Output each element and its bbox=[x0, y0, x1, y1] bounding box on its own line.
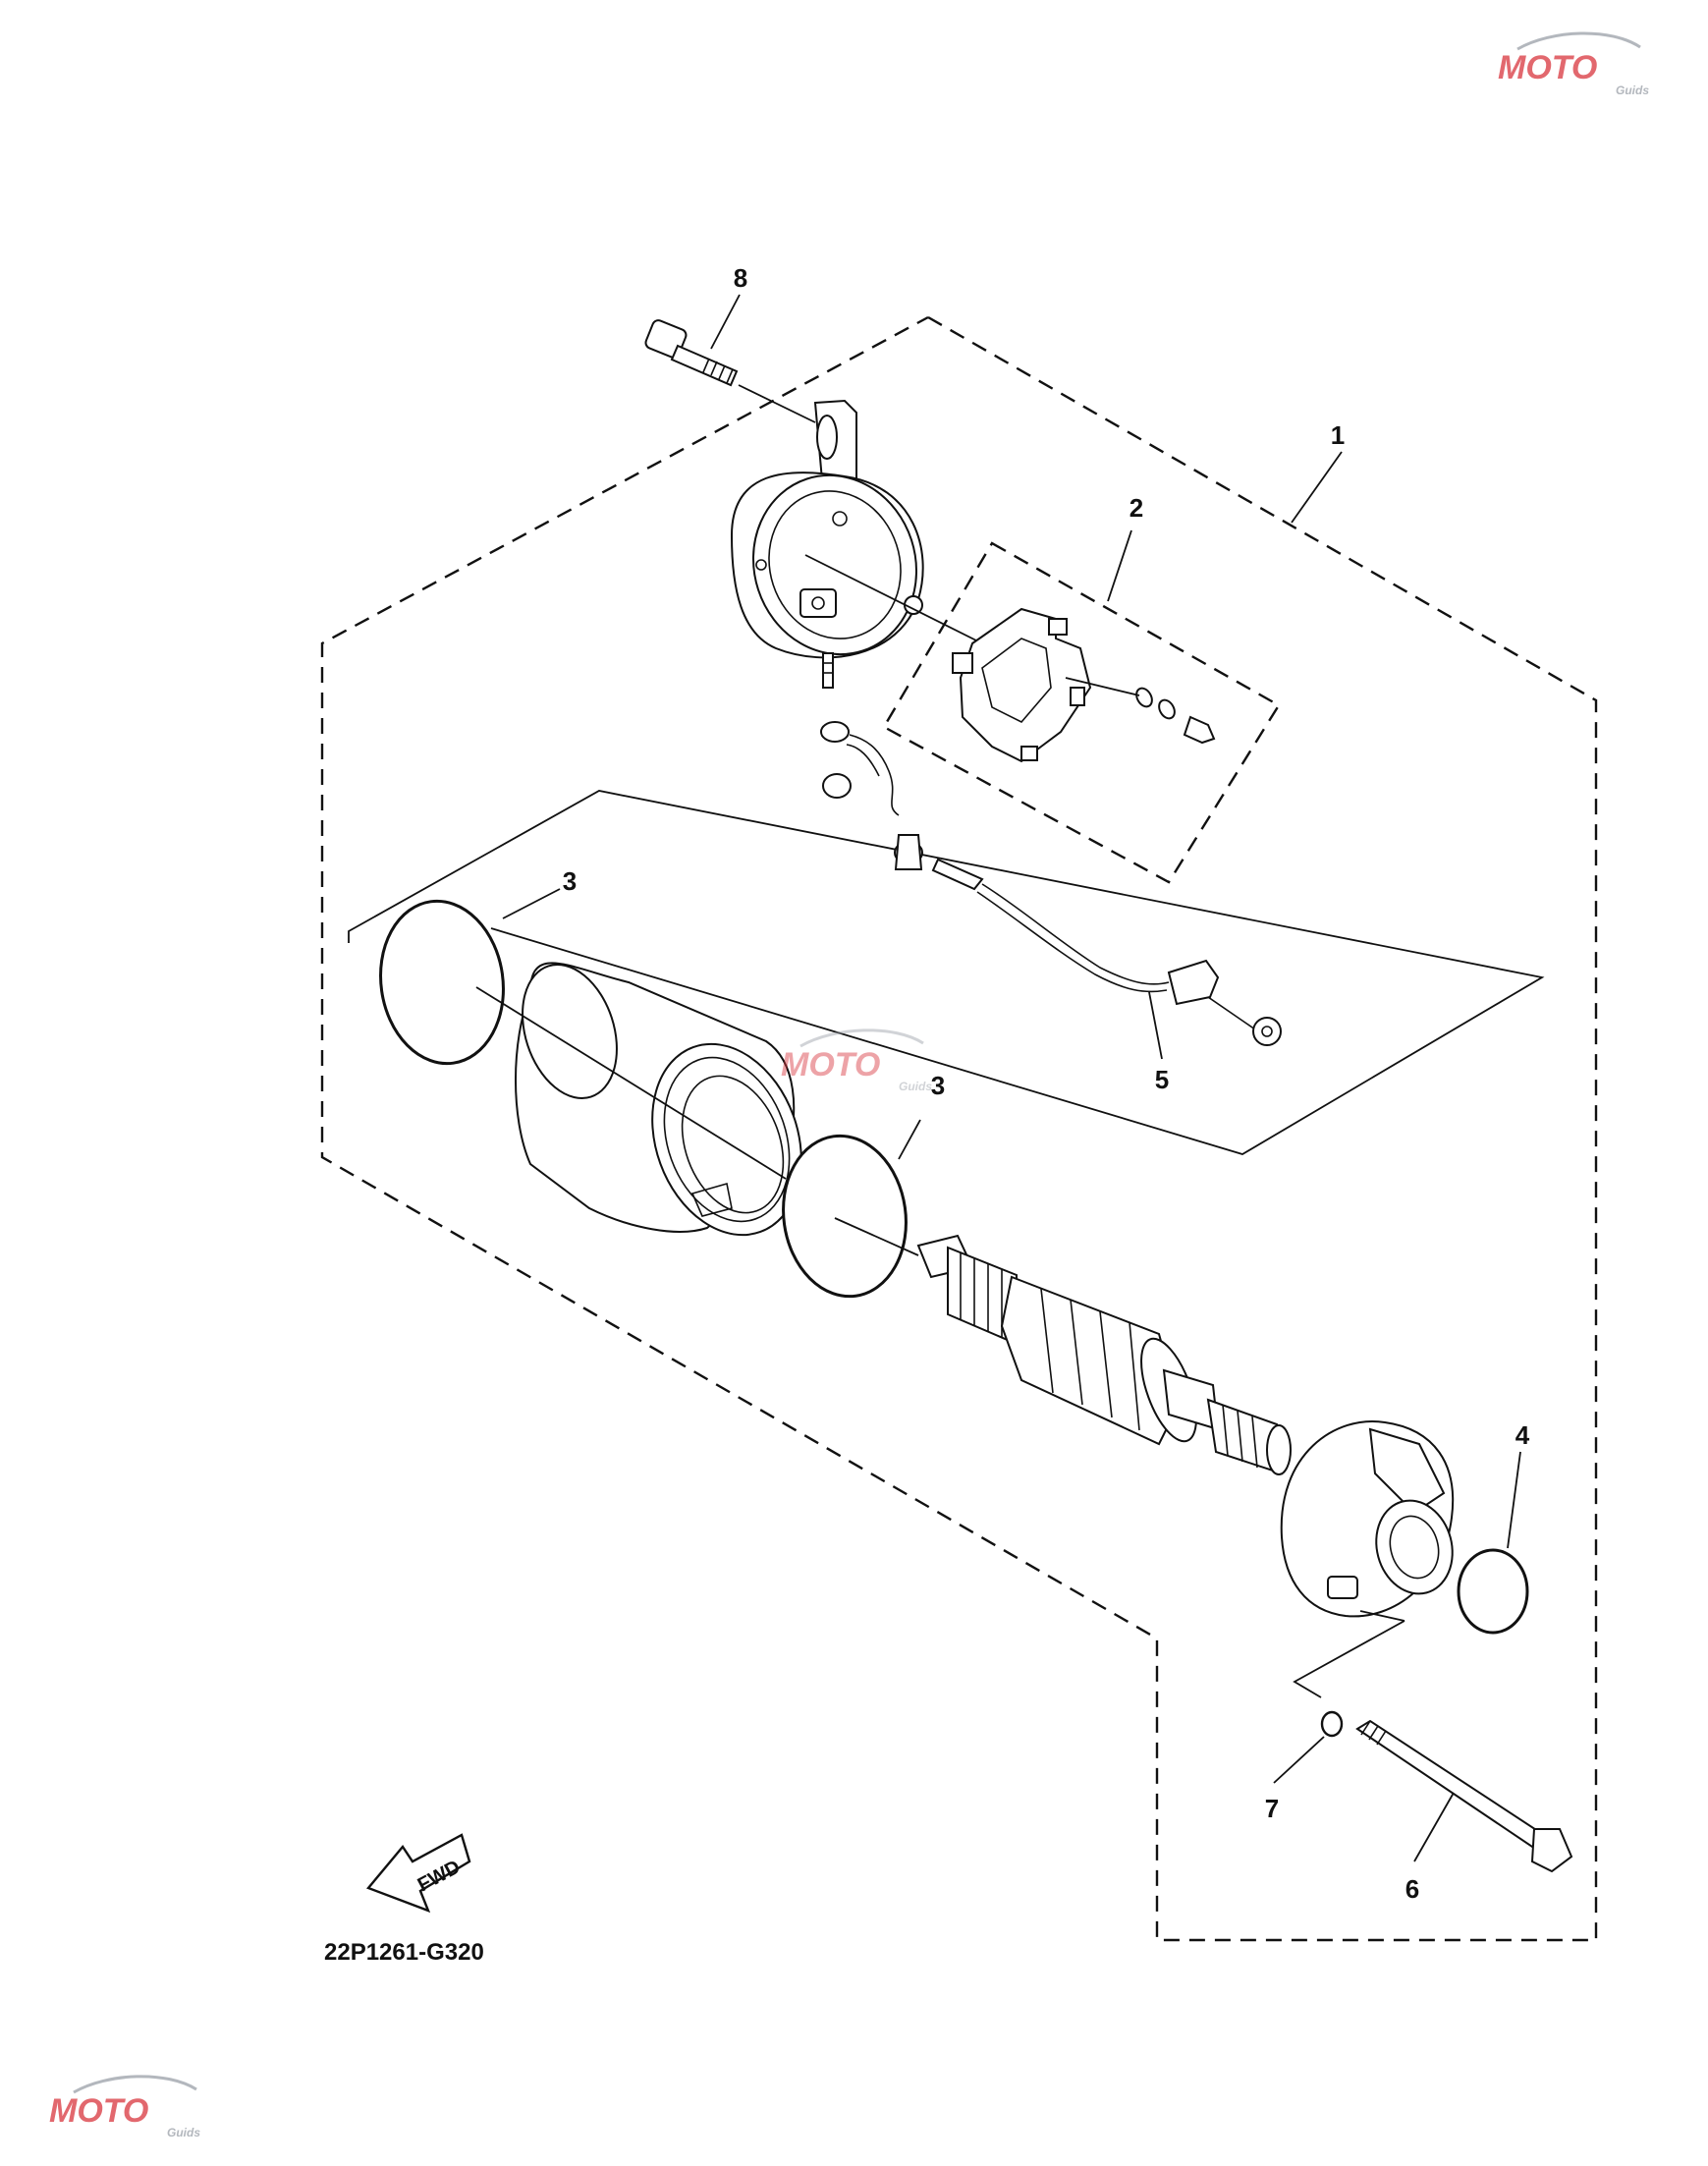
svg-text:Guids: Guids bbox=[899, 1080, 932, 1093]
bolt-group-outline bbox=[1293, 1620, 1405, 1698]
o-ring-7 bbox=[1320, 1710, 1344, 1738]
svg-text:MOTO: MOTO bbox=[1498, 49, 1597, 86]
armature bbox=[916, 1234, 1292, 1475]
leader-5 bbox=[1148, 991, 1163, 1060]
leader-6 bbox=[1413, 1792, 1455, 1862]
leader-8 bbox=[710, 294, 741, 350]
leader-3a bbox=[502, 888, 561, 919]
leader-2 bbox=[1107, 529, 1132, 602]
callout-4: 4 bbox=[1515, 1420, 1530, 1450]
callout-5: 5 bbox=[1155, 1065, 1169, 1094]
watermark-logo-center: MOTO Guids bbox=[781, 1028, 932, 1093]
brush-holder-boundary bbox=[882, 541, 1281, 884]
watermark-logo-top-right: MOTO Guids bbox=[1498, 31, 1649, 97]
callout-6: 6 bbox=[1405, 1874, 1419, 1904]
svg-text:MOTO: MOTO bbox=[49, 2092, 148, 2130]
yoke bbox=[475, 962, 802, 1237]
callout-7: 7 bbox=[1265, 1794, 1279, 1823]
o-ring-3-left bbox=[379, 899, 505, 1066]
svg-text:Guids: Guids bbox=[1616, 83, 1649, 97]
lead-wire bbox=[820, 721, 1282, 1046]
yoke-group-outline bbox=[348, 790, 1545, 1155]
long-bolt-6 bbox=[1355, 1719, 1573, 1873]
axis-line-1 bbox=[834, 1217, 919, 1256]
callout-8: 8 bbox=[734, 263, 747, 293]
brush-holder bbox=[952, 607, 1216, 763]
rear-cover bbox=[730, 399, 993, 689]
callout-3-right: 3 bbox=[931, 1071, 945, 1100]
drawing-code: 22P1261-G320 bbox=[324, 1939, 484, 1966]
fwd-arrow-icon: FWD bbox=[365, 1833, 471, 1914]
o-ring-4 bbox=[1457, 1548, 1529, 1635]
front-cover bbox=[1280, 1420, 1455, 1622]
leader-7 bbox=[1273, 1736, 1325, 1784]
callout-3-left: 3 bbox=[563, 866, 577, 896]
svg-text:MOTO: MOTO bbox=[781, 1046, 880, 1083]
bolt-8 bbox=[644, 319, 816, 423]
svg-text:Guids: Guids bbox=[167, 2126, 200, 2139]
callout-2: 2 bbox=[1129, 493, 1143, 523]
leader-1 bbox=[1291, 451, 1343, 524]
assembly-boundary bbox=[320, 315, 1598, 1942]
o-ring-3-right bbox=[782, 1134, 908, 1299]
leader-4 bbox=[1507, 1451, 1521, 1549]
callout-1: 1 bbox=[1331, 420, 1345, 450]
leader-3b bbox=[898, 1119, 921, 1160]
watermark-logo-bottom-left: MOTO Guids bbox=[49, 2075, 200, 2139]
